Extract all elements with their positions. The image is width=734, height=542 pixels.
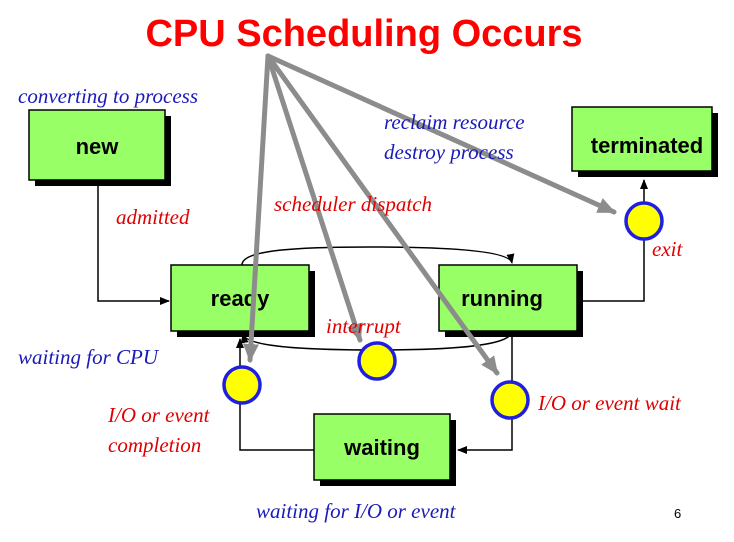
io-completion-label-line1: I/O or event	[107, 403, 211, 427]
pointer-to-exit	[265, 53, 617, 215]
state-new-label: new	[76, 134, 120, 159]
io-wait-label: I/O or event wait	[537, 391, 682, 415]
waiting-cpu-label: waiting for CPU	[18, 345, 160, 369]
converting-label: converting to process	[18, 84, 198, 108]
state-terminated-label: terminated	[591, 133, 703, 158]
interrupt-label: interrupt	[326, 314, 402, 338]
state-new: new	[28, 109, 171, 186]
io-completion-dot	[222, 365, 262, 405]
io-wait-arrow	[457, 337, 513, 454]
exit-dot	[624, 201, 664, 241]
io-wait-dot	[490, 380, 530, 420]
state-ready: ready	[170, 264, 315, 337]
page-title: CPU Scheduling Occurs	[145, 13, 582, 55]
pointer-to-completion	[242, 53, 271, 363]
admitted-label: admitted	[116, 205, 190, 229]
state-running: running	[438, 264, 583, 337]
interrupt-dot	[357, 341, 397, 381]
pointer-to-io-wait	[265, 53, 500, 376]
state-waiting-label: waiting	[343, 435, 420, 460]
dispatch-arrow	[241, 246, 515, 266]
destroy-label: destroy process	[384, 140, 514, 164]
page-number: 6	[674, 506, 681, 521]
waiting-io-label: waiting for I/O or event	[256, 499, 457, 523]
reclaim-label: reclaim resource	[384, 110, 525, 134]
pointer-to-interrupt	[265, 53, 363, 343]
exit-label: exit	[652, 237, 683, 261]
admitted-arrow	[97, 186, 170, 305]
state-running-label: running	[461, 286, 543, 311]
state-waiting: waiting	[313, 413, 456, 486]
io-completion-label-line2: completion	[108, 433, 201, 457]
dispatch-label: scheduler dispatch	[274, 192, 432, 216]
state-ready-label: ready	[211, 286, 270, 311]
state-terminated: terminated	[571, 106, 718, 177]
